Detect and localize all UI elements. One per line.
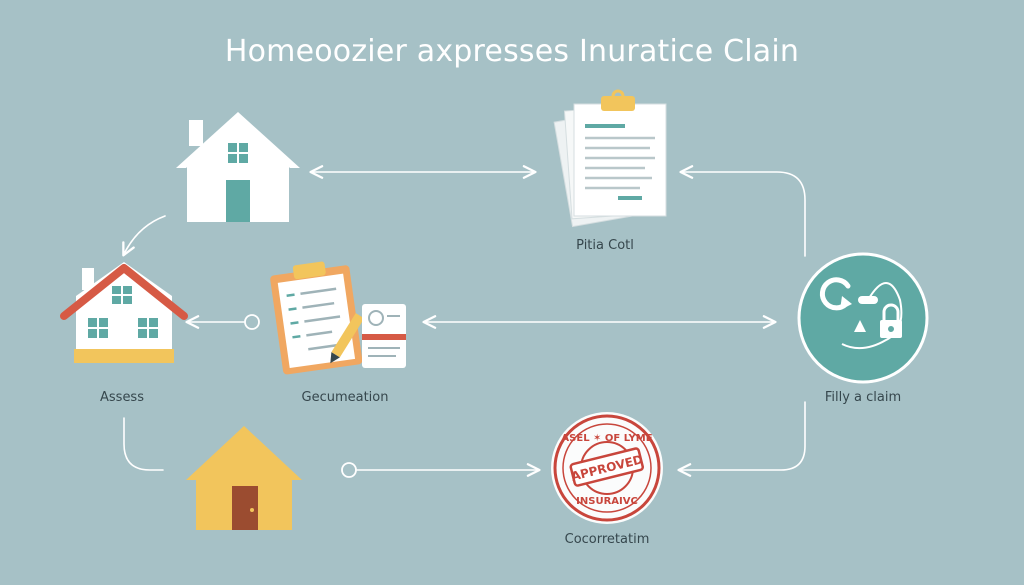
label-filing: Filly a claim [825, 390, 901, 405]
label-documentation: Gecumeation [302, 390, 389, 405]
arrow-filing-to-form [679, 165, 806, 257]
id-card-icon [362, 304, 406, 368]
stamp-bottom-text: INSURAIVC [576, 496, 638, 507]
diagram-title: Homeoozier axpresses Inuratice Clain [224, 34, 800, 69]
house-icon [176, 112, 300, 222]
label-claim-form: Pitia Cotl [576, 238, 634, 253]
label-assess: Assess [100, 390, 144, 405]
cycle-lock-circle-icon [797, 252, 929, 384]
label-approval: Cocorretatim [565, 532, 650, 547]
connector-node [341, 462, 357, 478]
arrow-home-to-assess [122, 215, 166, 257]
yellow-house-icon [186, 426, 302, 530]
arrow-filing-to-stamp [677, 401, 806, 477]
checklist-clipboard-icon [270, 261, 365, 375]
stamp-top-text: ASEL ✶ OF LYME [561, 433, 652, 444]
clipboard-document-icon [553, 89, 667, 228]
line-assess-to-house [123, 417, 164, 471]
connector-node [244, 314, 260, 330]
approved-stamp-icon: APPROVED ASEL ✶ OF LYME INSURAIVC [551, 412, 663, 524]
red-roof-house-icon [60, 262, 188, 363]
